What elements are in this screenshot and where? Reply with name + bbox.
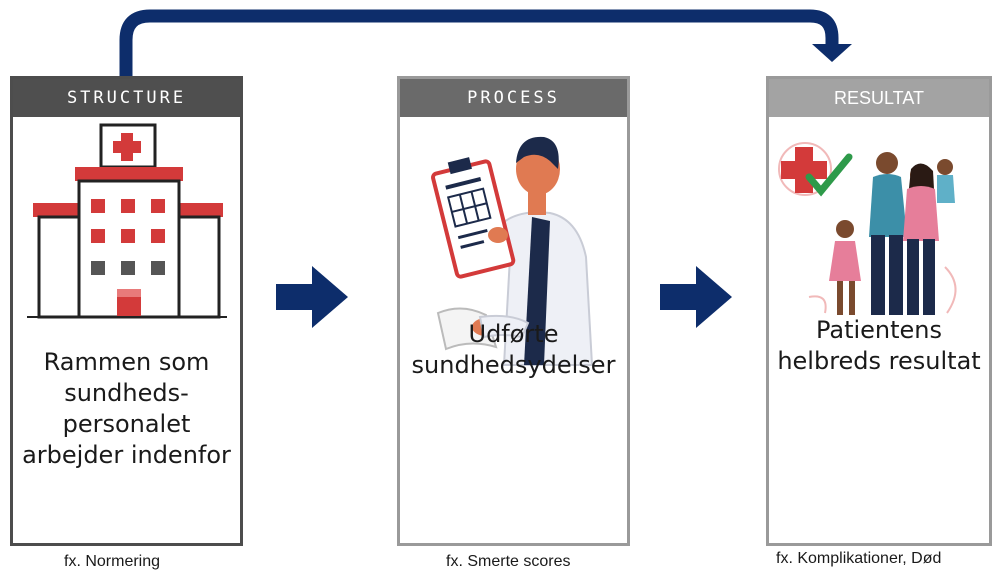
- right-arrow-icon: [276, 266, 348, 328]
- resultat-footnote: fx. Komplikationer, Død: [776, 550, 942, 567]
- process-header: PROCESS: [400, 79, 627, 117]
- resultat-text: Patientens helbreds resultat: [769, 315, 989, 377]
- structure-text-line: personalet: [62, 410, 191, 438]
- structure-panel: STRUCTURE Rammen som sundheds- person: [10, 76, 243, 546]
- process-text-line: Udførte: [468, 320, 559, 348]
- right-arrow-icon: [660, 266, 732, 328]
- hospital-icon: [13, 117, 240, 367]
- resultat-text-line: helbreds resultat: [777, 347, 981, 375]
- structure-text: Rammen som sundheds- personalet arbejder…: [13, 347, 240, 471]
- process-footnote: fx. Smerte scores: [446, 553, 571, 570]
- family-health-icon: [769, 117, 989, 367]
- structure-footnote: fx. Normering: [64, 553, 161, 570]
- doctor-clipboard-icon: [400, 117, 627, 367]
- structure-header: STRUCTURE: [13, 79, 240, 117]
- feedback-arrow-icon: [119, 9, 852, 76]
- process-panel: PROCESS: [397, 76, 630, 546]
- process-text: Udførte sundhedsydelser: [400, 319, 627, 381]
- process-text-line: sundhedsydelser: [411, 351, 616, 379]
- structure-text-line: arbejder indenfor: [22, 441, 231, 469]
- resultat-text-line: Patientens: [815, 316, 943, 344]
- structure-text-line: Rammen som: [43, 348, 210, 376]
- resultat-panel: RESULTAT: [766, 76, 992, 546]
- structure-text-line: sundheds-: [64, 379, 189, 407]
- resultat-header: RESULTAT: [769, 79, 989, 117]
